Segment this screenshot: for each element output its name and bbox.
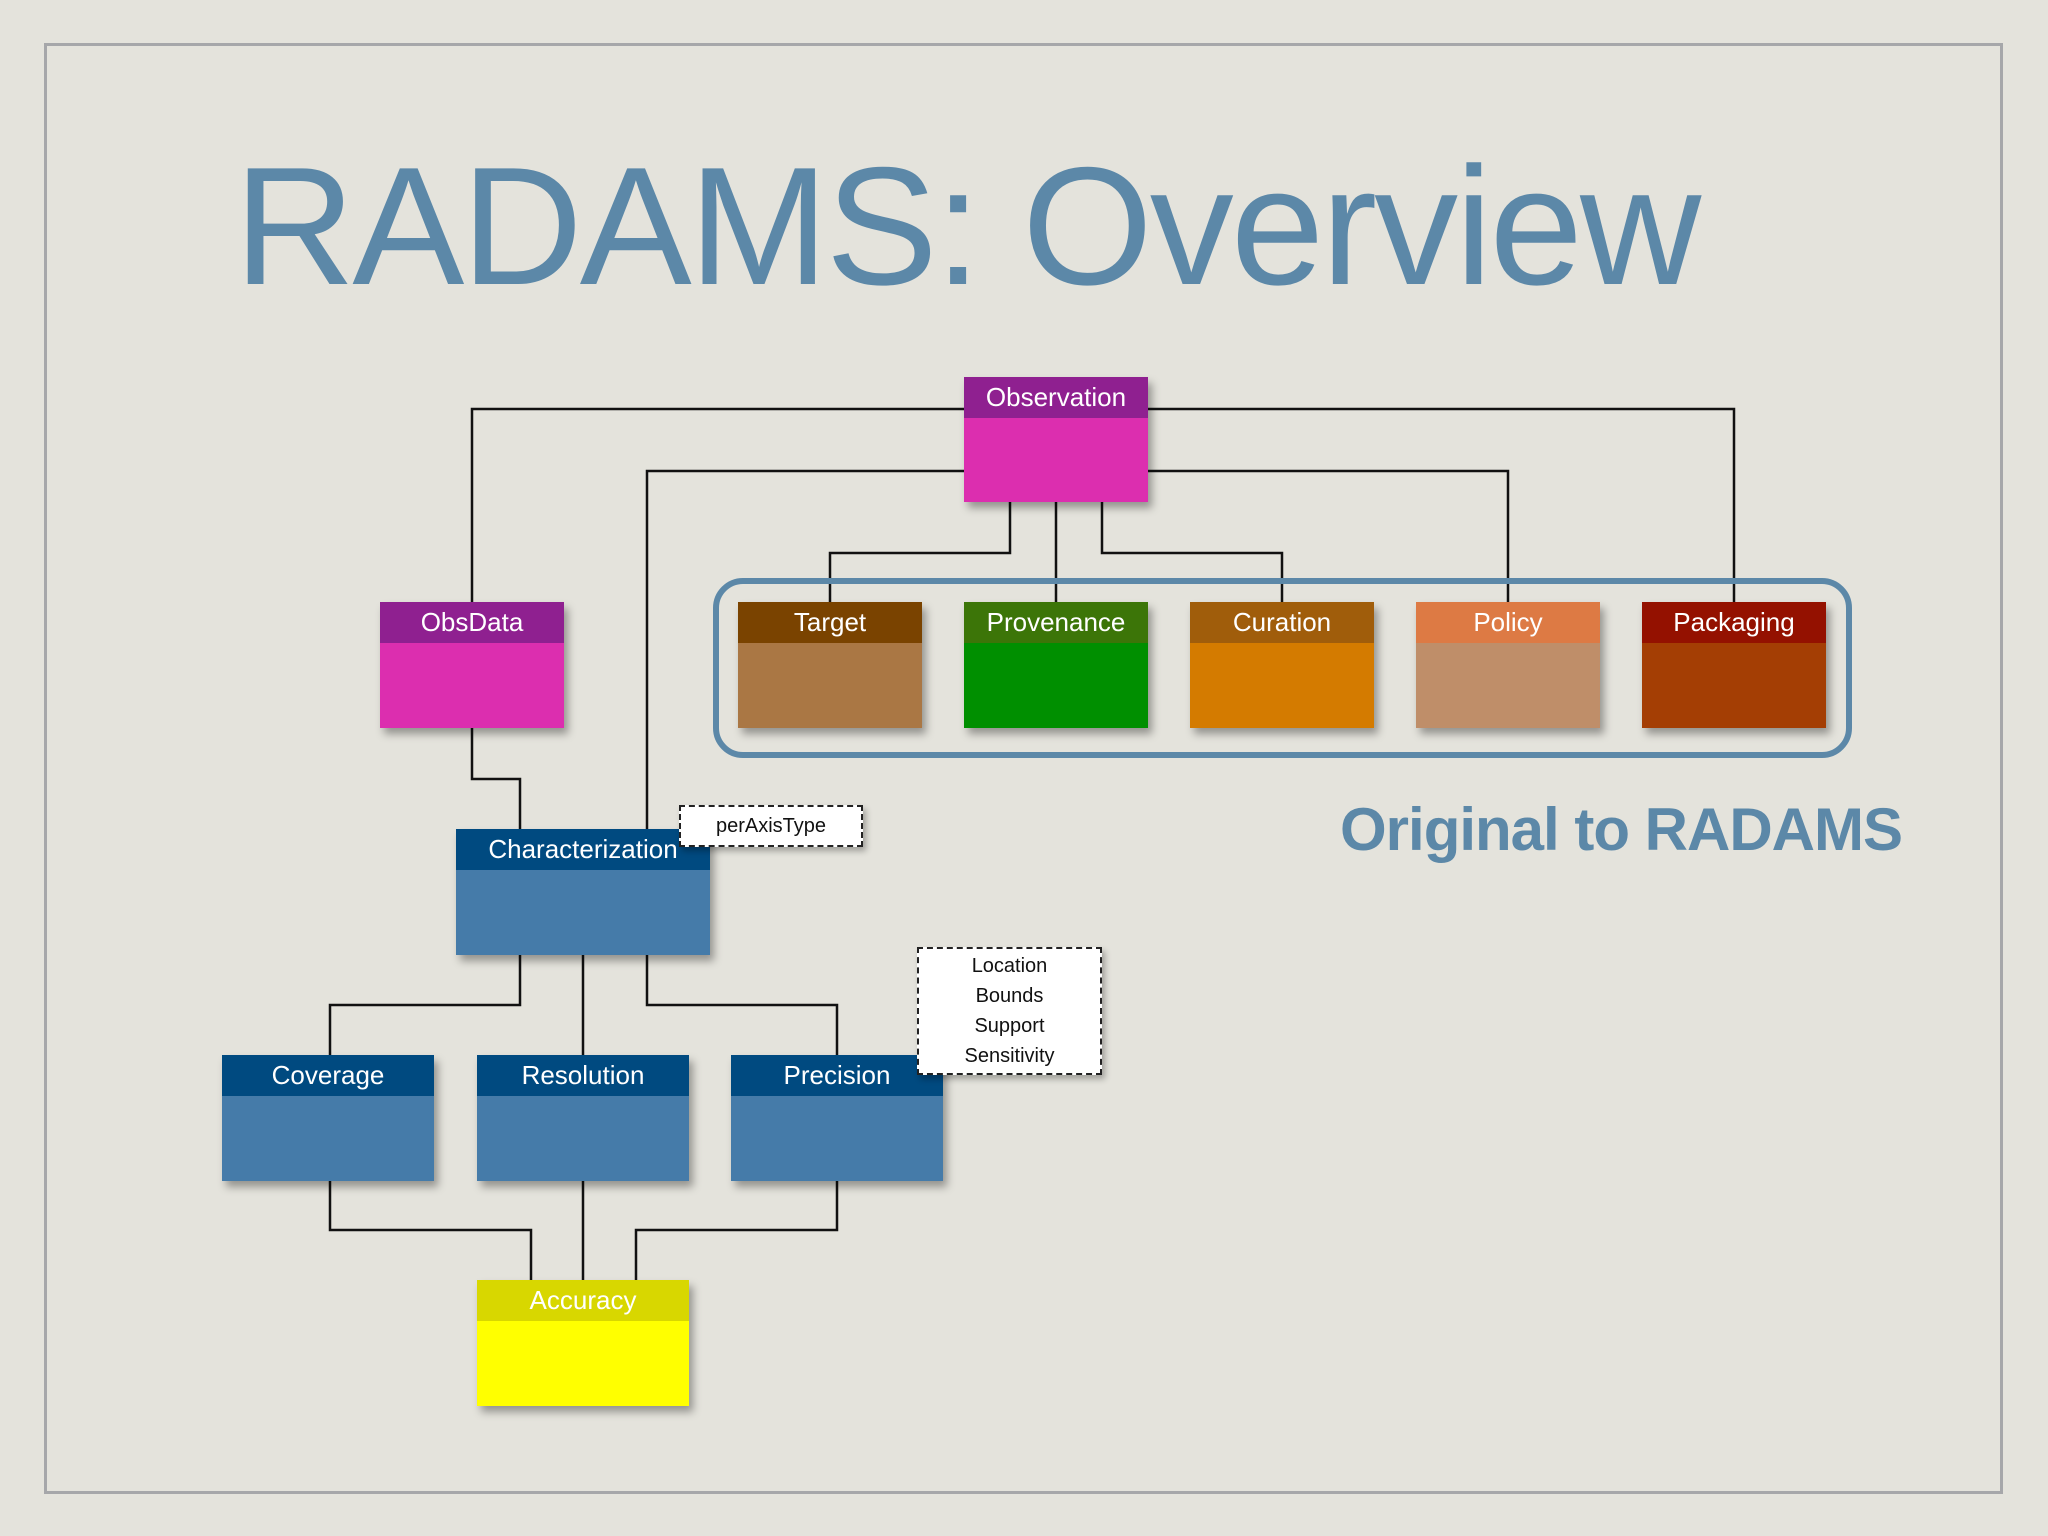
policy-class-header: Policy	[1416, 602, 1600, 643]
packaging-class-box: Packaging	[1642, 602, 1826, 728]
note-line: perAxisType	[715, 815, 827, 837]
observation-class-body	[964, 418, 1148, 502]
coverage-class-header: Coverage	[222, 1055, 434, 1096]
resolution-class-body	[477, 1096, 689, 1181]
radams-group-label: Original to RADAMS	[1340, 796, 1903, 863]
observation-class-header: Observation	[964, 377, 1148, 418]
note-line: Support	[974, 1015, 1045, 1037]
provenance-class-box: Provenance	[964, 602, 1148, 728]
precision-class-box: Precision	[731, 1055, 943, 1181]
characterization-class-body	[456, 870, 710, 955]
curation-class-body	[1190, 643, 1374, 728]
coverage-class-body	[222, 1096, 434, 1181]
connector-precision-accuracy	[634, 1181, 839, 1280]
obsdata-class-body	[380, 643, 564, 728]
coverage-class-box: Coverage	[222, 1055, 434, 1181]
characterization-class-box: Characterization	[456, 829, 710, 955]
obsdata-class-header: ObsData	[380, 602, 564, 643]
provenance-class-header: Provenance	[964, 602, 1148, 643]
connector-observation-target	[828, 502, 1012, 602]
slide-title: RADAMS: Overview	[234, 132, 1701, 320]
connector-observation-characterization	[645, 469, 964, 829]
note-line: Location	[971, 955, 1048, 977]
accuracy-class-header: Accuracy	[477, 1280, 689, 1321]
packaging-class-body	[1642, 643, 1826, 728]
connector-obsdata-characterization	[470, 728, 522, 829]
target-class-header: Target	[738, 602, 922, 643]
connector-observation-obsdata	[470, 407, 964, 602]
observation-class-box: Observation	[964, 377, 1148, 502]
target-class-box: Target	[738, 602, 922, 728]
accuracy-class-body	[477, 1321, 689, 1406]
resolution-class-box: Resolution	[477, 1055, 689, 1181]
accuracy-class-box: Accuracy	[477, 1280, 689, 1406]
connector-coverage-accuracy	[328, 1181, 533, 1280]
connector-observation-curation	[1100, 502, 1284, 602]
resolution-class-header: Resolution	[477, 1055, 689, 1096]
precision-attributes-note: Location Bounds Support Sensitivity	[917, 947, 1102, 1075]
target-class-body	[738, 643, 922, 728]
precision-class-body	[731, 1096, 943, 1181]
radams-group-outline	[713, 578, 1852, 758]
connector-observation-policy	[1148, 469, 1510, 602]
obsdata-class-box: ObsData	[380, 602, 564, 728]
policy-class-box: Policy	[1416, 602, 1600, 728]
curation-class-box: Curation	[1190, 602, 1374, 728]
provenance-class-body	[964, 643, 1148, 728]
note-line: Bounds	[975, 985, 1044, 1007]
slide-frame	[44, 43, 2003, 1494]
precision-class-header: Precision	[731, 1055, 943, 1096]
connector-characterization-coverage	[328, 955, 522, 1055]
note-line: Sensitivity	[964, 1045, 1055, 1067]
connector-observation-packaging	[1148, 407, 1736, 602]
policy-class-body	[1416, 643, 1600, 728]
packaging-class-header: Packaging	[1642, 602, 1826, 643]
characterization-class-header: Characterization	[456, 829, 710, 870]
connector-characterization-precision	[645, 955, 839, 1055]
curation-class-header: Curation	[1190, 602, 1374, 643]
per-axis-type-note: perAxisType	[679, 805, 863, 847]
